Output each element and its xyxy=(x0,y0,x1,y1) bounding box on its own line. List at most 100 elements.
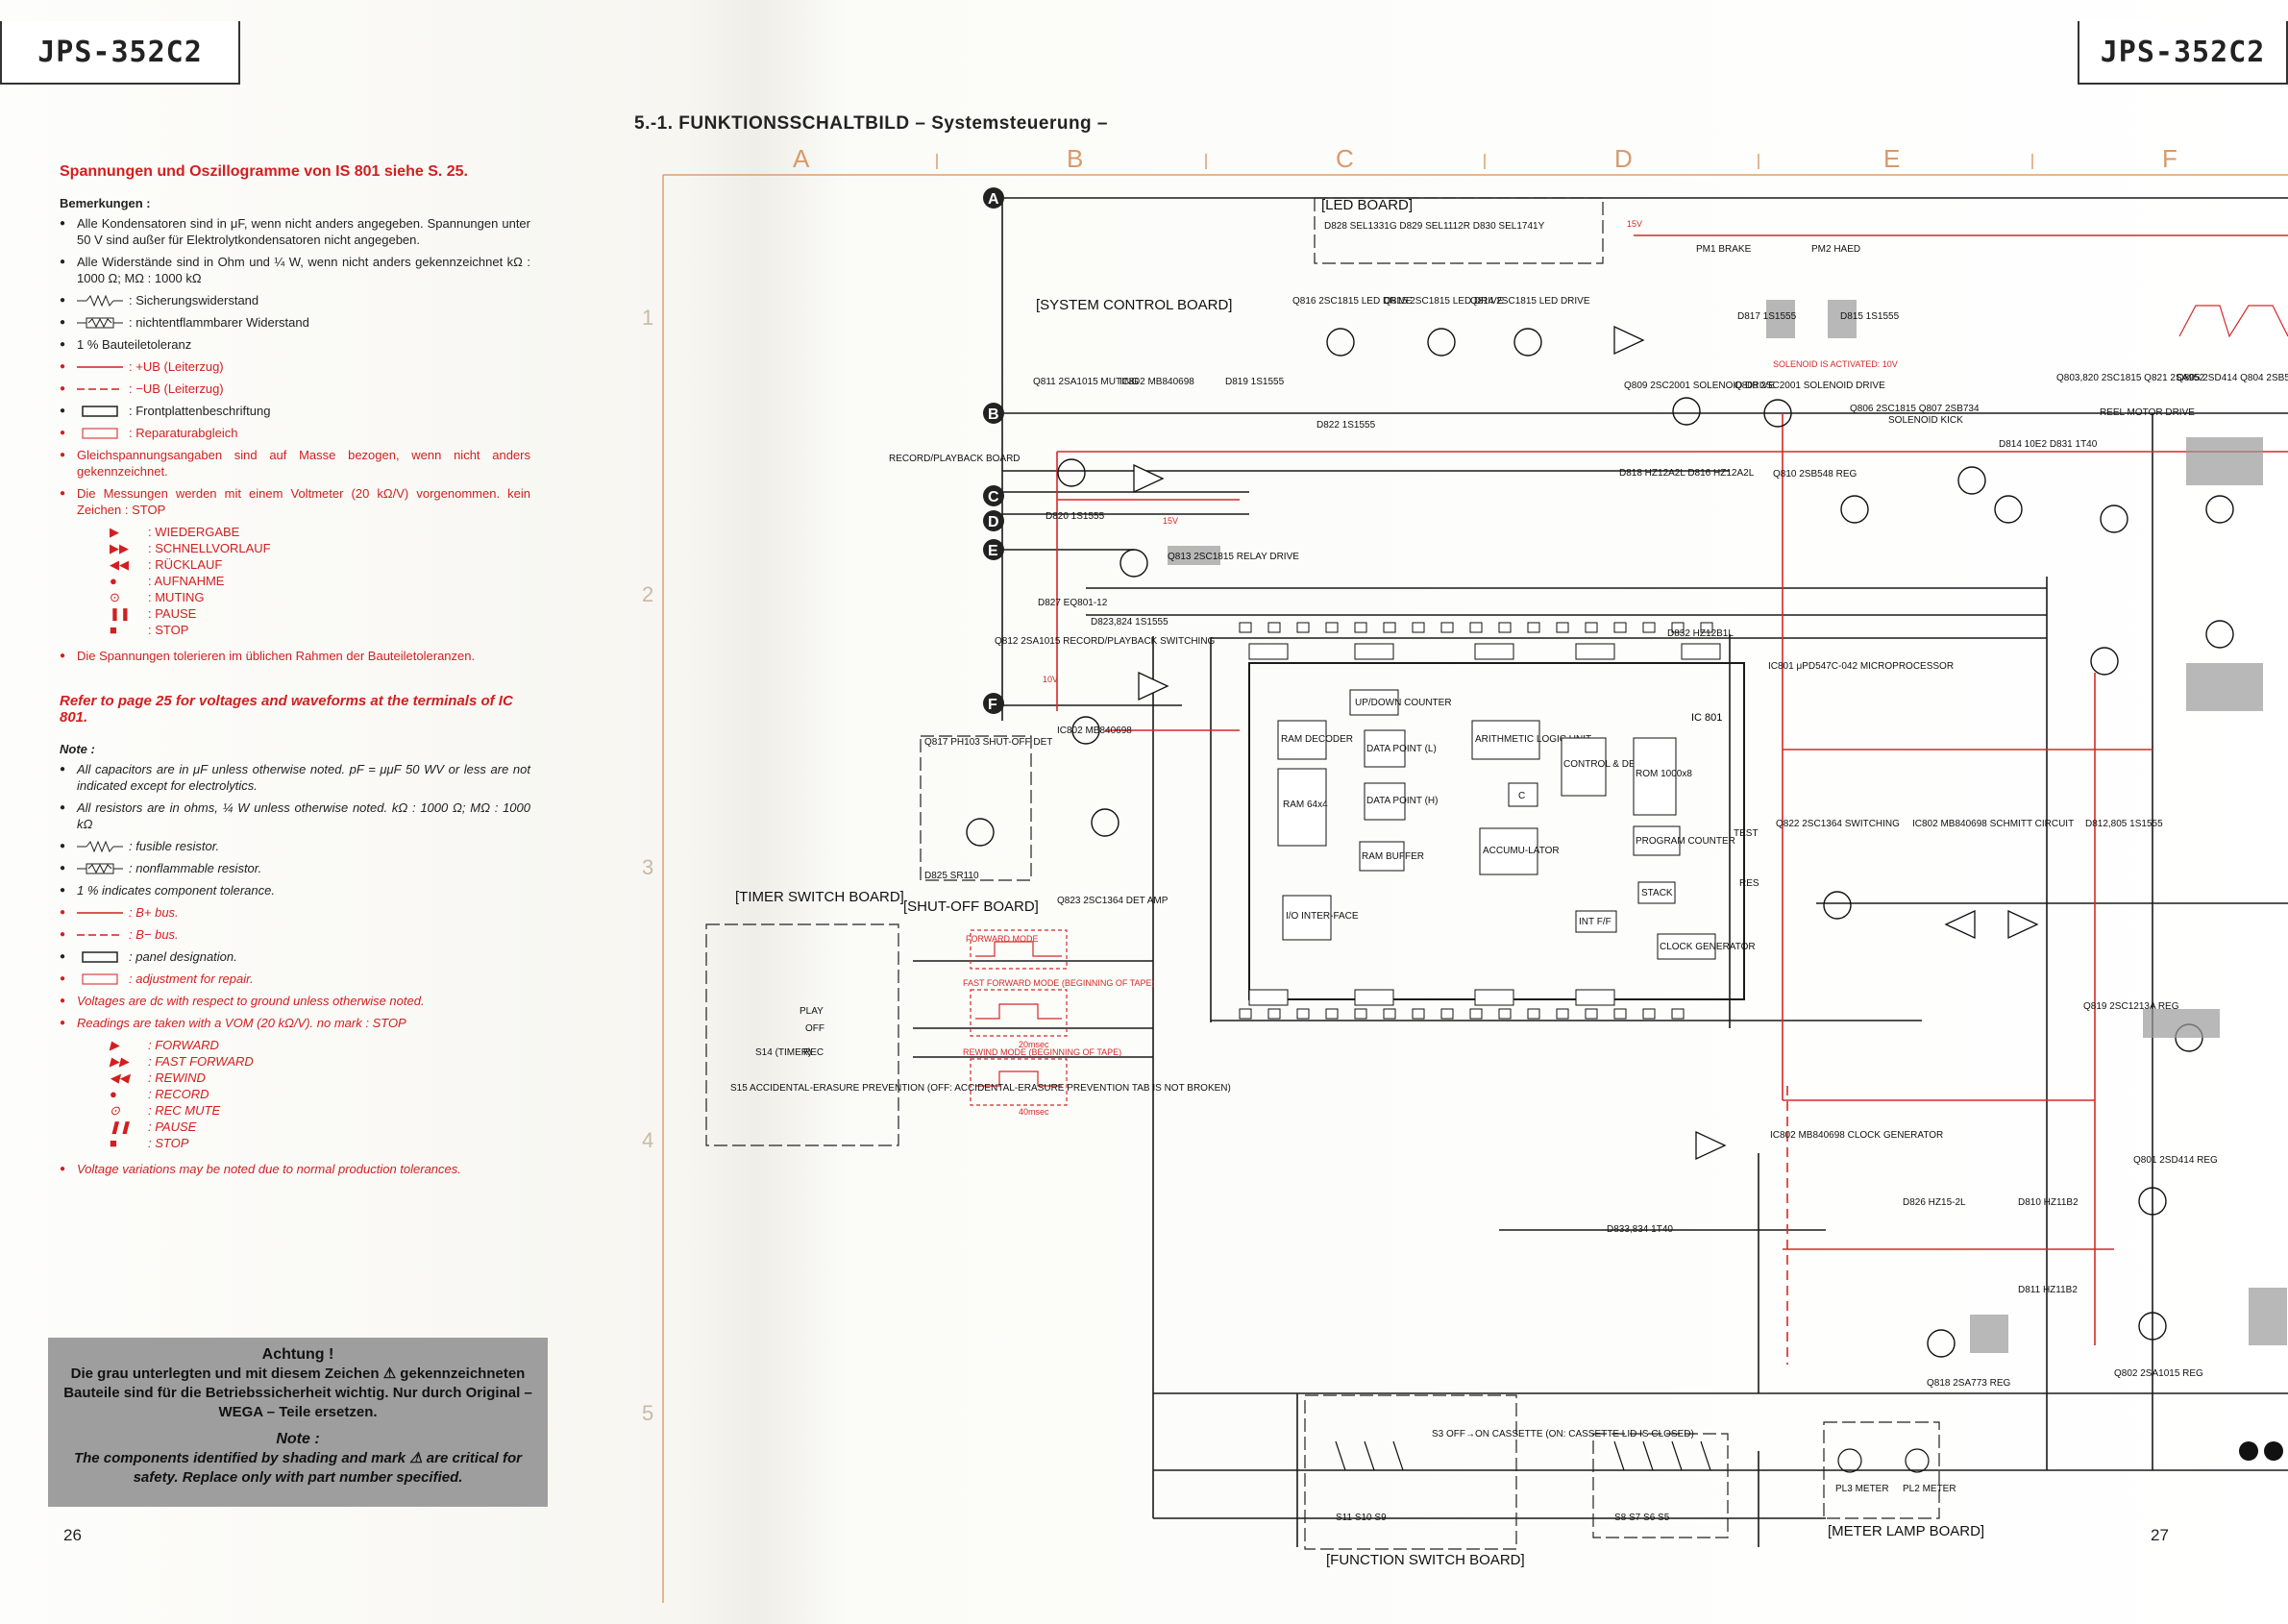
label-rec: REC xyxy=(803,1047,824,1058)
label-reset: RES xyxy=(1739,878,1759,889)
ic-block-clock: CLOCK GENERATOR xyxy=(1660,942,1756,952)
mode-rec: ●: AUFNAHME xyxy=(110,573,530,589)
label-test: TEST xyxy=(1734,828,1759,839)
fast-forward-icon: ▶▶ xyxy=(110,1054,129,1069)
rewind-icon: ◀◀ xyxy=(110,557,129,572)
mode-text: : STOP xyxy=(148,623,189,637)
bplus-bus-icon xyxy=(77,911,123,914)
function-board-title: [FUNCTION SWITCH BOARD] xyxy=(1326,1552,1525,1568)
legend-text: : Reparaturabgleich xyxy=(129,426,238,440)
legend-text: : −UB (Leiterzug) xyxy=(129,381,224,396)
label-sw-right: S8 S7 S6 S5 xyxy=(1614,1513,1670,1523)
legend-text: : Frontplattenbeschriftung xyxy=(129,404,271,418)
fusible-resistor-icon xyxy=(77,840,123,852)
mode-text: : PAUSE xyxy=(148,1120,197,1134)
mode-pause: ❚❚: PAUSE xyxy=(110,605,530,622)
label-q802: Q802 2SA1015 REG xyxy=(2114,1368,2203,1379)
mode-text: : RECORD xyxy=(148,1087,209,1101)
waveform-40ms: 40msec xyxy=(1019,1107,1049,1117)
transistors xyxy=(966,328,2234,1358)
label-d822: D822 1S1555 xyxy=(1316,420,1376,431)
opamp-buffers xyxy=(1133,325,2039,1161)
legend-text: : fusible resistor. xyxy=(129,839,220,853)
de-note-red: Die Messungen werden mit einem Voltmeter… xyxy=(60,485,530,518)
de-notes: Alle Kondensatoren sind in μF, wenn nich… xyxy=(60,215,530,518)
grid-col-label: C xyxy=(1336,144,1354,173)
grid-row-label: 3 xyxy=(642,855,654,879)
board-connectors: A B C D E F xyxy=(983,187,1004,714)
play-icon: ▶ xyxy=(110,525,119,539)
bplus-bus-icon xyxy=(77,365,123,368)
legend-text: : Sicherungswiderstand xyxy=(129,293,259,308)
de-note: Alle Kondensatoren sind in μF, wenn nich… xyxy=(60,215,530,248)
label-d814: D814 10E2 D831 1T40 xyxy=(1999,439,2098,450)
en-legend-nonflam: : nonflammable resistor. xyxy=(60,860,530,876)
play-icon: ▶ xyxy=(110,1038,119,1052)
led-board-title: [LED BOARD] xyxy=(1321,197,1413,213)
en-note-red: Voltages are dc with respect to ground u… xyxy=(60,993,530,1009)
connector-b: B xyxy=(988,406,999,423)
en-note-red: Readings are taken with a VOM (20 kΩ/V).… xyxy=(60,1015,530,1031)
mode-text: : FAST FORWARD xyxy=(148,1054,254,1069)
mode-text: : SCHNELLVORLAUF xyxy=(148,541,271,555)
label-pl3: PL3 METER xyxy=(1835,1484,1889,1494)
de-legend-bplus: : +UB (Leiterzug) xyxy=(60,358,530,375)
page-title: 5.-1. FUNKTIONSSCHALTBILD – Systemsteuer… xyxy=(634,113,1109,134)
board-titles: [LED BOARD] [SYSTEM CONTROL BOARD] [TIME… xyxy=(735,197,1984,1568)
ic-block-stack: STACK xyxy=(1641,888,1673,898)
grid-row-label: 5 xyxy=(642,1401,654,1425)
label-d826: D826 HZ15-2L xyxy=(1903,1197,1966,1208)
mode-text: : WIEDERGABE xyxy=(148,525,240,539)
legend-text: : nichtentflammbarer Widerstand xyxy=(129,315,309,330)
bplus-bus xyxy=(1056,234,2288,1365)
ic-block-ram: RAM 64x4 xyxy=(1283,800,1328,810)
mode-text: : STOP xyxy=(148,1136,189,1150)
label-q816: Q816 2SC1815 LED DRIVE xyxy=(1292,296,1413,307)
label-d827: D827 EQ801-12 xyxy=(1038,598,1108,608)
label-d825: D825 SR110 xyxy=(924,871,979,881)
notice-en-text: The components identified by shading and… xyxy=(73,1450,523,1486)
mute-icon: ⊙ xyxy=(110,1103,120,1118)
label-s14: S14 (TIMER) xyxy=(755,1047,811,1058)
stop-icon: ■ xyxy=(110,623,117,637)
mode-text: : REWIND xyxy=(148,1070,206,1085)
label-q809: Q809 2SC2001 SOLENOID DRIVE xyxy=(1624,381,1775,391)
label-reel: REEL MOTOR DRIVE xyxy=(2100,407,2195,418)
en-legend-panel: : panel designation. xyxy=(60,948,530,965)
de-mode-marks: ▶ : WIEDERGABE ▶▶: SCHNELLVORLAUF ◀◀ : RÜC… xyxy=(110,524,530,638)
label-q806: Q806 2SC1815 Q807 2SB734 xyxy=(1850,404,1980,414)
de-legend-fuse: : Sicherungswiderstand xyxy=(60,292,530,308)
legend-text: : adjustment for repair. xyxy=(129,972,254,986)
mode-ff: ▶▶: SCHNELLVORLAUF xyxy=(110,540,530,556)
mode-play: ▶ : WIEDERGABE xyxy=(110,524,530,540)
mode-recmute: ⊙: REC MUTE xyxy=(110,1102,530,1119)
de-legend-adjust: : Reparaturabgleich xyxy=(60,425,530,441)
label-kick: SOLENOID KICK xyxy=(1888,415,1963,426)
notes-column: Spannungen und Oszillogramme von IS 801 … xyxy=(60,163,530,1183)
en-legend-fuse: : fusible resistor. xyxy=(60,838,530,854)
label-ic802c: IC802 MB840698 CLOCK GENERATOR xyxy=(1770,1130,1943,1141)
en-tolerance: Voltage variations may be noted due to n… xyxy=(60,1161,530,1177)
connector-f: F xyxy=(988,697,997,713)
notice-de-text: Die grau unterlegten und mit diesem Zeic… xyxy=(63,1366,532,1420)
mode-text: : RÜCKLAUF xyxy=(148,557,223,572)
label-d819: D819 1S1555 xyxy=(1225,377,1285,387)
solenoid-label: SOLENOID IS ACTIVATED: 10V xyxy=(1773,359,1898,369)
ic-block-ramdec: RAM DECODER xyxy=(1281,734,1353,745)
de-legend-bminus: : −UB (Leiterzug) xyxy=(60,381,530,397)
mode-stop: ■ : STOP xyxy=(110,622,530,638)
mute-icon: ⊙ xyxy=(110,590,120,604)
de-legend-panel: : Frontplattenbeschriftung xyxy=(60,403,530,419)
adjustment-icon xyxy=(82,428,118,438)
model-number-left: JPS-352C2 xyxy=(0,21,240,85)
connector-e: E xyxy=(988,543,998,559)
grid-col-label: B xyxy=(1067,144,1084,173)
mode-text: : MUTING xyxy=(148,590,205,604)
ic-block-pc: PROGRAM COUNTER xyxy=(1636,836,1735,847)
mode-ff: ▶▶ : FAST FORWARD xyxy=(110,1053,530,1070)
mode-rew: ◀◀: REWIND xyxy=(110,1070,530,1086)
grid-col-label: F xyxy=(2162,144,2177,173)
en-legend-tol: 1 % indicates component tolerance. xyxy=(60,882,530,898)
legend-text: : +UB (Leiterzug) xyxy=(129,359,224,374)
